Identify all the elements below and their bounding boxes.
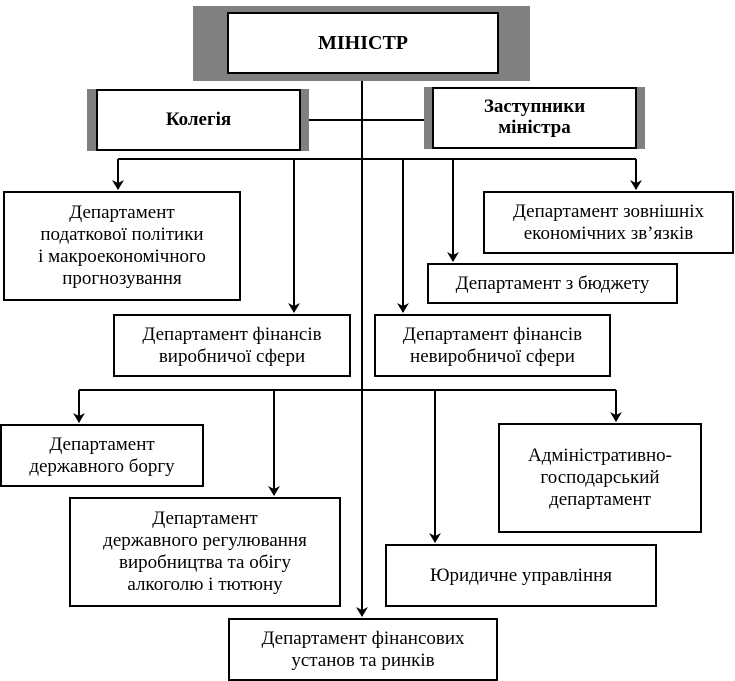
dept-admin-economic-box: Адміністративно- господарський департаме… (498, 423, 702, 533)
dept-alcohol-tobacco-label: Департамент державного регулювання вироб… (103, 508, 307, 595)
dept-foreign-economic-box: Департамент зовнішніх економічних зв’язк… (483, 191, 734, 254)
dept-state-debt-box: Департамент державного боргу (0, 424, 204, 487)
legal-directorate-label: Юридичне управління (429, 564, 613, 586)
minister-box: МІНІСТР (227, 12, 499, 74)
dept-financial-institutions-box: Департамент фінансових установ та ринків (228, 618, 498, 681)
deputies-label: Заступники міністра (483, 96, 586, 138)
dept-foreign-economic-label: Департамент зовнішніх економічних зв’язк… (512, 200, 704, 244)
dept-finance-production-label: Департамент фінансів виробничої сфери (142, 323, 322, 367)
dept-finance-production-box: Департамент фінансів виробничої сфери (113, 314, 351, 377)
dept-tax-policy-label: Департамент податкової політики і макрое… (38, 202, 206, 289)
dept-state-debt-label: Департамент державного боргу (29, 433, 175, 477)
dept-finance-nonproduction-box: Департамент фінансів невиробничої сфери (374, 314, 611, 377)
dept-financial-institutions-label: Департамент фінансових установ та ринків (261, 627, 465, 671)
minister-label: МІНІСТР (318, 31, 408, 54)
dept-finance-nonproduction-label: Департамент фінансів невиробничої сфери (402, 323, 583, 367)
dept-alcohol-tobacco-box: Департамент державного регулювання вироб… (69, 497, 341, 607)
legal-directorate-box: Юридичне управління (385, 544, 657, 607)
dept-tax-policy-box: Департамент податкової політики і макрое… (3, 191, 241, 301)
dept-budget-label: Департамент з бюджету (455, 272, 650, 294)
board-label: Колегія (165, 109, 232, 131)
dept-budget-box: Департамент з бюджету (427, 263, 678, 304)
deputies-box: Заступники міністра (432, 87, 637, 149)
dept-admin-economic-label: Адміністративно- господарський департаме… (528, 445, 672, 510)
board-box: Колегія (96, 89, 301, 151)
